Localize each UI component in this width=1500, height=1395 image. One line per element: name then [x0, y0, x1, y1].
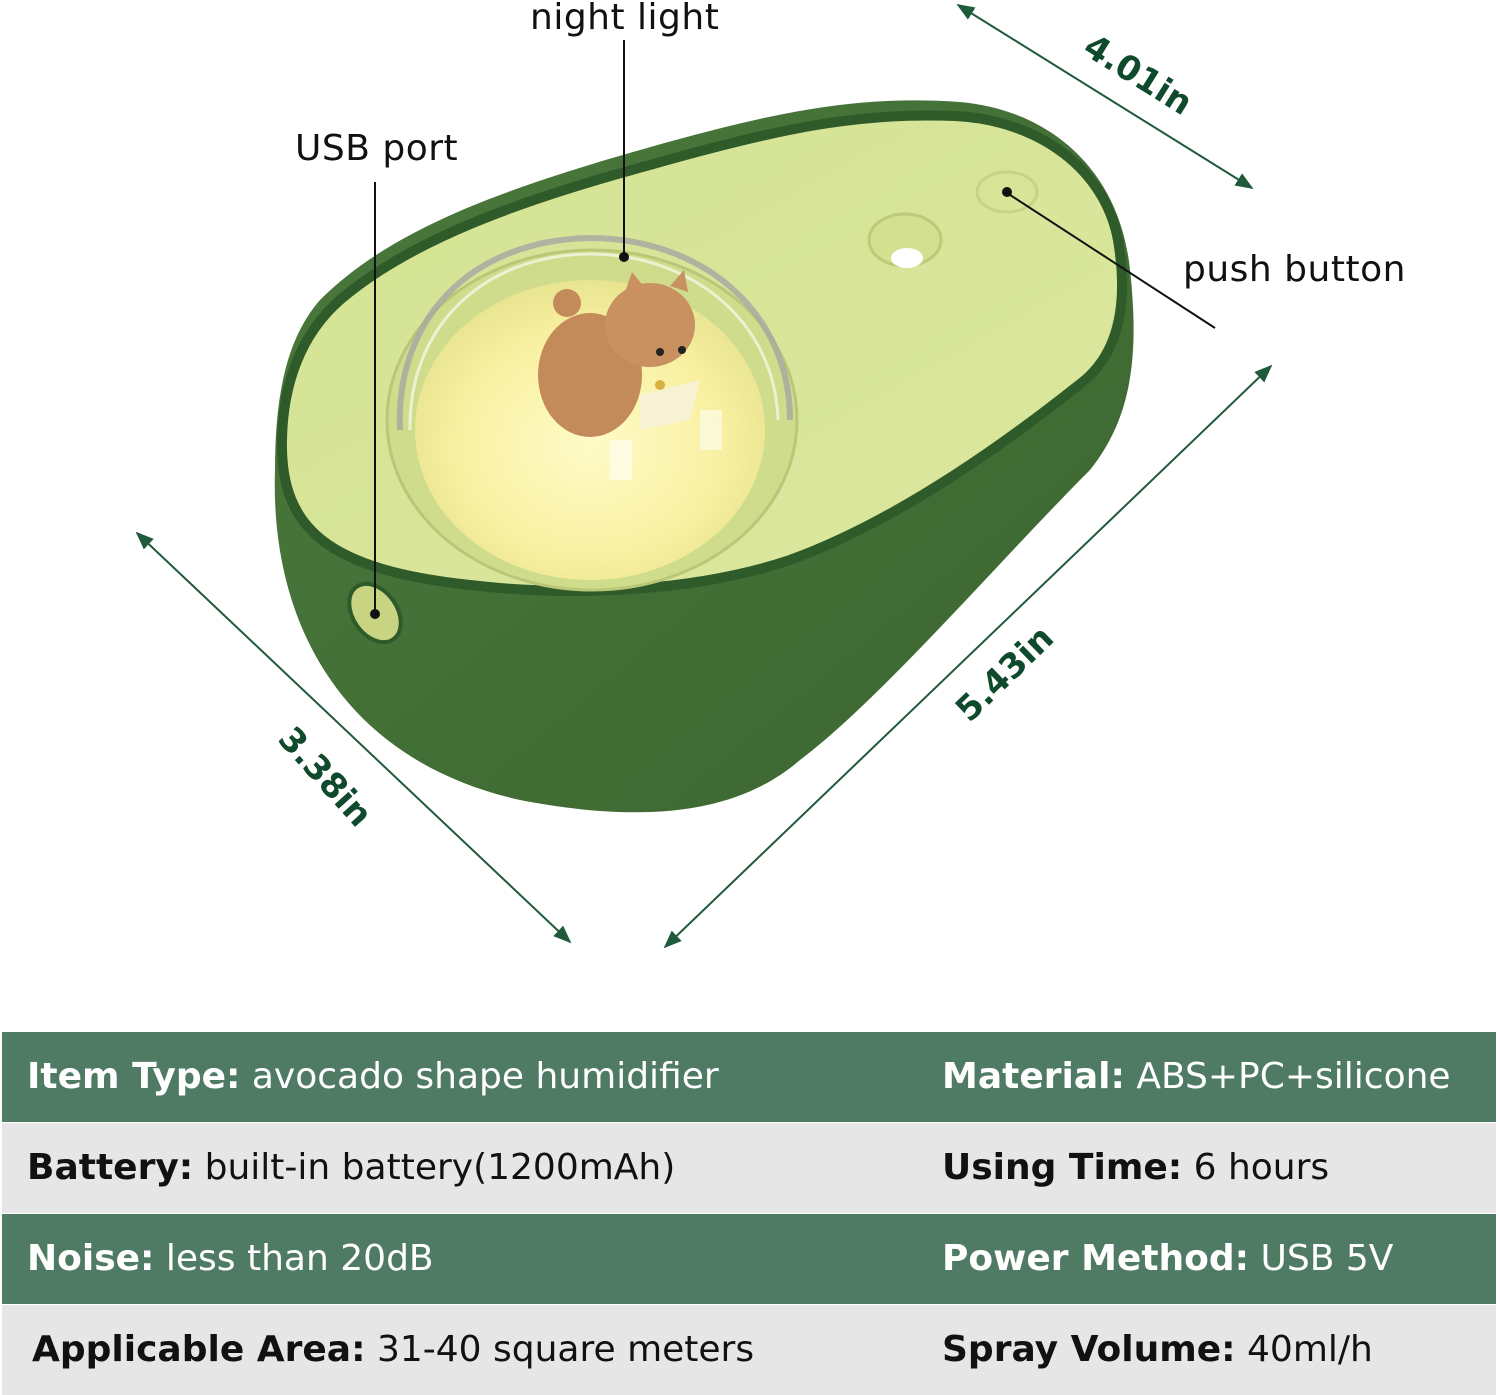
dimension-line-right — [663, 364, 1273, 949]
spec-applicable-area: Applicable Area: 31-40 square meters — [32, 1329, 755, 1370]
dimension-line-left — [135, 531, 572, 944]
callout-push-button: push button — [1183, 249, 1406, 290]
spec-row: Applicable Area: 31-40 square meters Spr… — [2, 1304, 1496, 1395]
spec-using-time: Using Time: 6 hours — [942, 1147, 1330, 1188]
spec-spray-volume: Spray Volume: 40ml/h — [942, 1329, 1373, 1370]
spec-battery: Battery: built-in battery(1200mAh) — [27, 1147, 676, 1188]
spec-row: Item Type: avocado shape humidifier Mate… — [2, 1032, 1496, 1122]
spec-item-type: Item Type: avocado shape humidifier — [27, 1056, 719, 1097]
spec-row: Noise: less than 20dB Power Method: USB … — [2, 1213, 1496, 1304]
spec-noise: Noise: less than 20dB — [27, 1238, 434, 1279]
dimension-line-top — [956, 4, 1254, 189]
spec-table: Item Type: avocado shape humidifier Mate… — [2, 1032, 1496, 1395]
avocado-humidifier-illustration — [135, 4, 1273, 949]
spec-row: Battery: built-in battery(1200mAh) Using… — [2, 1122, 1496, 1213]
spec-material: Material: ABS+PC+silicone — [942, 1056, 1451, 1097]
spec-power-method: Power Method: USB 5V — [942, 1238, 1394, 1279]
product-diagram: night light USB port push button 4.01in … — [135, 0, 1406, 949]
mist-outlet — [891, 248, 923, 268]
callout-usb-port: USB port — [295, 128, 459, 169]
callout-night-light: night light — [530, 0, 720, 38]
